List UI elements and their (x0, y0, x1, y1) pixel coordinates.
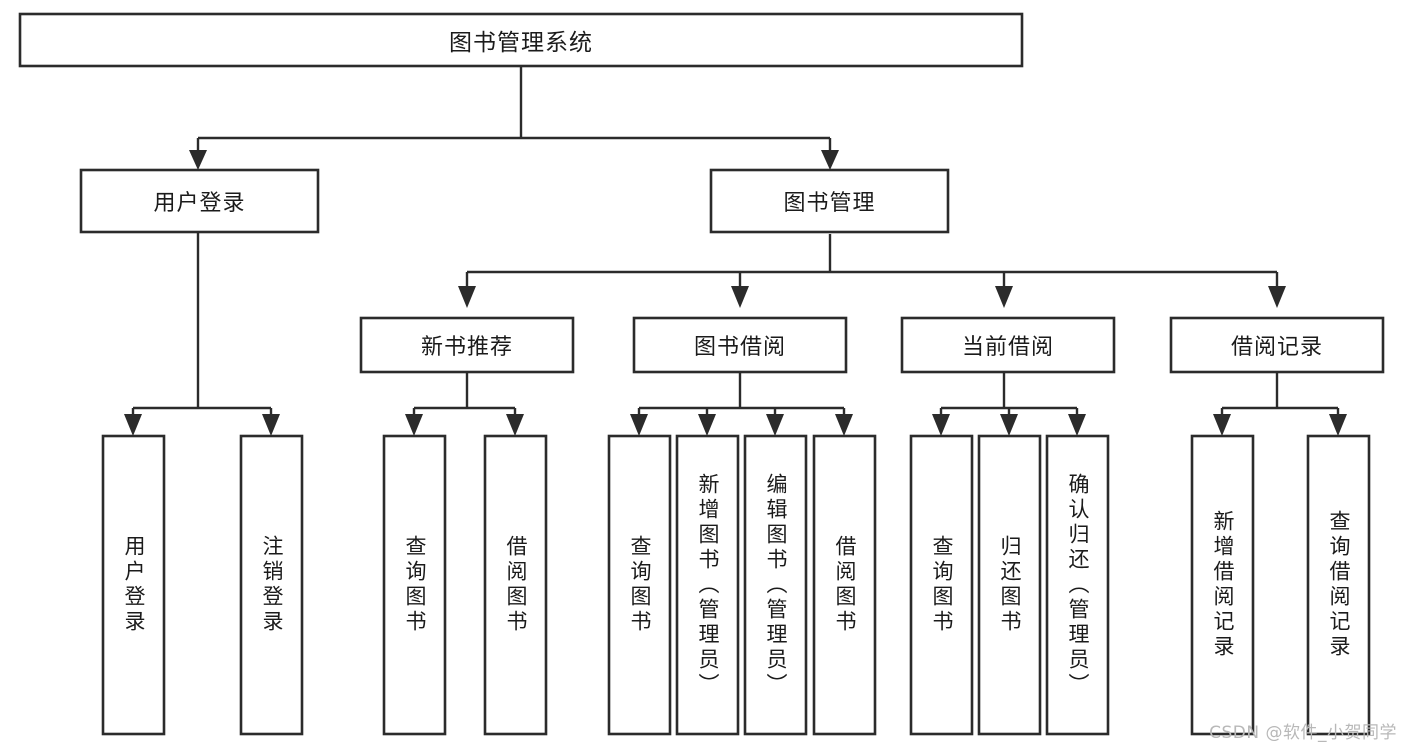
connectors-book-management-level3 (458, 234, 1286, 308)
connectors-borrow-record-leaves (1213, 372, 1347, 436)
arrow-to-leaf-query-book-3 (932, 414, 950, 436)
node-box-leaf-query-book-2[interactable] (607, 434, 672, 736)
node-box-book-borrow[interactable] (632, 316, 848, 374)
arrow-to-leaf-add-record (1213, 414, 1231, 436)
arrow-to-leaf-borrow-book-1 (506, 414, 524, 436)
connectors-book-borrow-leaves (630, 372, 853, 436)
arrow-to-leaf-confirm-return (1068, 414, 1086, 436)
node-box-leaf-logout[interactable] (239, 434, 304, 736)
node-box-leaf-user-login[interactable] (101, 434, 166, 736)
node-box-leaf-add-book[interactable] (675, 434, 740, 736)
node-box-leaf-query-book-1[interactable] (382, 434, 447, 736)
arrow-to-leaf-edit-book (766, 414, 784, 436)
arrow-to-leaf-add-book (698, 414, 716, 436)
arrow-to-leaf-user-login (124, 414, 142, 436)
arrow-to-leaf-logout (262, 414, 280, 436)
node-box-leaf-query-book-3[interactable] (909, 434, 974, 736)
node-box-leaf-query-record[interactable] (1306, 434, 1371, 736)
connectors-root-level2 (189, 66, 839, 170)
connectors-new-book-leaves (405, 372, 524, 436)
arrow-to-leaf-query-record (1329, 414, 1347, 436)
arrow-to-leaf-query-book-2 (630, 414, 648, 436)
node-box-leaf-return-book[interactable] (977, 434, 1042, 736)
arrow-to-user-login (189, 150, 207, 170)
arrow-to-leaf-borrow-book-2 (835, 414, 853, 436)
node-box-book-management[interactable] (709, 168, 950, 234)
node-box-current-borrow[interactable] (900, 316, 1116, 374)
arrow-to-leaf-query-book-1 (405, 414, 423, 436)
arrow-to-book-management (821, 150, 839, 170)
node-box-borrow-record[interactable] (1169, 316, 1385, 374)
arrow-to-borrow-record (1268, 286, 1286, 308)
node-box-leaf-confirm-return[interactable] (1045, 434, 1110, 736)
arrow-to-book-borrow (731, 286, 749, 308)
node-box-root[interactable] (18, 12, 1024, 68)
connectors-user-login-leaves (124, 232, 280, 436)
arrow-to-new-book-recommend (458, 286, 476, 308)
node-box-leaf-add-record[interactable] (1190, 434, 1255, 736)
arrow-to-current-borrow (995, 286, 1013, 308)
arrow-to-leaf-return-book (1000, 414, 1018, 436)
node-box-user-login[interactable] (79, 168, 320, 234)
node-box-new-book-recommend[interactable] (359, 316, 575, 374)
csdn-watermark: CSDN @软件_小贺同学 (1209, 723, 1397, 743)
connectors-current-borrow-leaves (932, 372, 1086, 436)
node-box-leaf-borrow-book-1[interactable] (483, 434, 548, 736)
node-box-leaf-edit-book[interactable] (743, 434, 808, 736)
node-box-leaf-borrow-book-2[interactable] (812, 434, 877, 736)
